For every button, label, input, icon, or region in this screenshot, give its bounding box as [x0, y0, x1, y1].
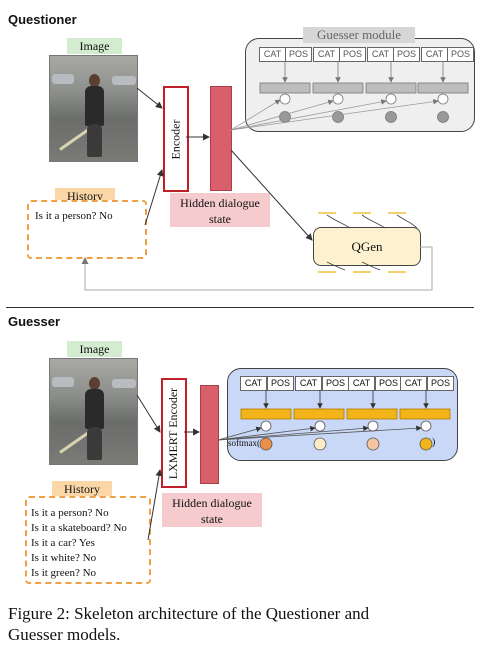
hidden-label-line1: Hidden dialogue [180, 196, 260, 210]
cat-chip: CAT [295, 376, 322, 391]
cat-chip: CAT [240, 376, 267, 391]
questioner-hidden-state [210, 86, 232, 191]
cat-chip: CAT [259, 47, 286, 62]
guesser-history-tag: History [52, 481, 112, 497]
pos-chip: POS [393, 47, 420, 62]
questioner-image-tag: Image [67, 38, 122, 54]
pos-chip: POS [267, 376, 294, 391]
g-chip-row: CAT POS CAT POS CAT POS CAT POS [240, 376, 455, 391]
pos-chip: POS [285, 47, 312, 62]
guesser-hidden-label: Hidden dialogue state [162, 493, 262, 527]
questioner-photo [49, 55, 138, 162]
questioner-title: Questioner [8, 12, 77, 27]
history-item: Is it a car? Yes [31, 537, 95, 549]
history-item: Is it a person? No [35, 210, 113, 222]
cat-chip: CAT [421, 47, 448, 62]
car-shape [112, 76, 136, 85]
caption-line1: Figure 2: Skeleton architecture of the Q… [8, 604, 370, 623]
history-item: Is it a skateboard? No [31, 522, 127, 534]
questioner-encoder: Encoder [163, 86, 189, 192]
person-body [85, 389, 104, 429]
guesser-hidden-state [200, 385, 219, 484]
encoder-label: Encoder [168, 119, 183, 159]
cat-chip: CAT [313, 47, 340, 62]
person-legs [87, 427, 102, 460]
car-shape [52, 74, 74, 84]
cat-chip: CAT [348, 376, 375, 391]
guesser-encoder: LXMERT Encoder [161, 378, 187, 488]
guesser-module-title: Guesser module [303, 27, 415, 43]
section-divider [6, 307, 474, 308]
questioner-history-box: Is it a person? No [27, 200, 147, 259]
car-shape [112, 379, 136, 388]
pos-chip: POS [322, 376, 349, 391]
figure-caption: Figure 2: Skeleton architecture of the Q… [8, 603, 483, 645]
hidden-label-line2: state [201, 512, 223, 526]
guesser-title: Guesser [8, 314, 61, 329]
person-body [85, 86, 104, 126]
qgen-label: QGen [351, 238, 383, 254]
guesser-image-tag: Image [67, 341, 122, 357]
guesser-photo [49, 358, 138, 465]
history-item: Is it a person? No [31, 507, 109, 519]
pos-chip: POS [339, 47, 366, 62]
guesser-history-box: Is it a person? No Is it a skateboard? N… [25, 496, 151, 584]
questioner-hidden-label: Hidden dialogue state [170, 193, 270, 227]
hidden-label-line1: Hidden dialogue [172, 496, 252, 510]
history-item: Is it green? No [31, 567, 97, 579]
person-head [89, 377, 100, 390]
cat-chip: CAT [400, 376, 427, 391]
softmax-close: ) [432, 437, 436, 448]
caption-line2: Guesser models. [8, 625, 121, 644]
softmax-label: softmax( [228, 438, 260, 448]
q-chip-row: CAT POS CAT POS CAT POS CAT POS [259, 47, 474, 62]
person-legs [87, 124, 102, 157]
cat-chip: CAT [367, 47, 394, 62]
hidden-label-line2: state [209, 212, 231, 226]
encoder-label: LXMERT Encoder [166, 387, 181, 479]
pos-chip: POS [375, 376, 402, 391]
qgen-box: QGen [313, 227, 421, 266]
person-head [89, 74, 100, 87]
pos-chip: POS [447, 47, 474, 62]
car-shape [52, 377, 74, 387]
history-item: Is it white? No [31, 552, 97, 564]
pos-chip: POS [427, 376, 454, 391]
